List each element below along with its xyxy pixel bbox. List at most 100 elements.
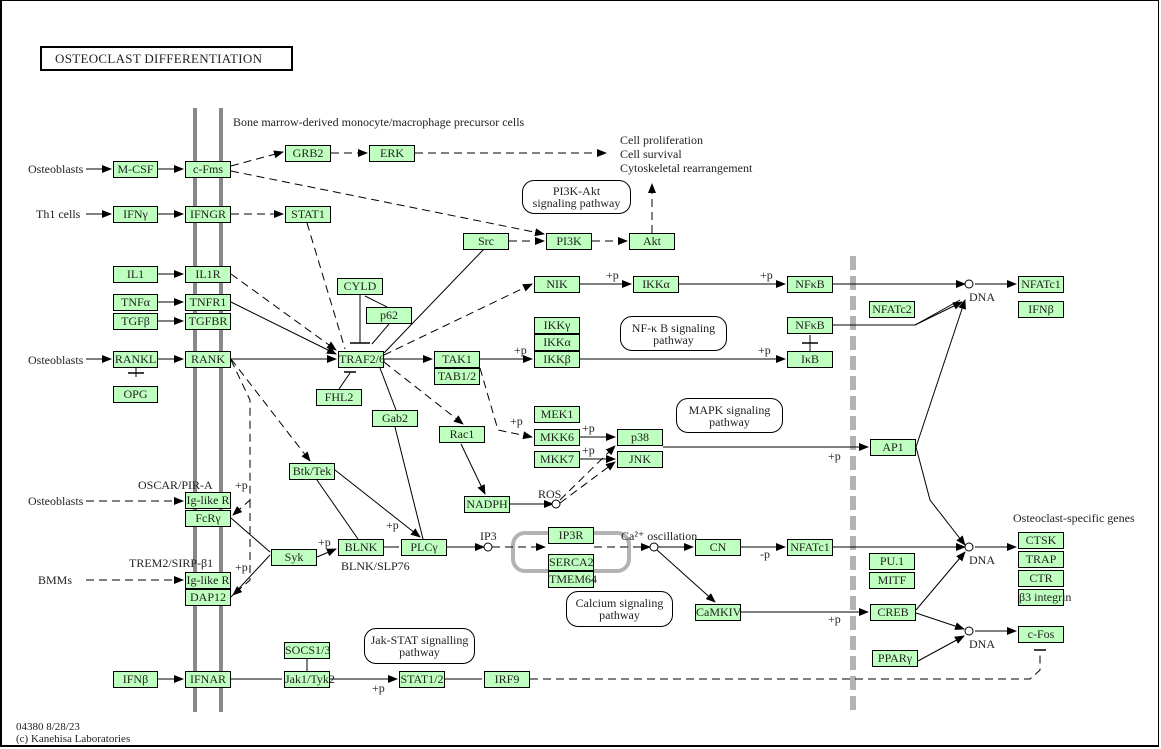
edge-line — [364, 295, 388, 308]
gene-node-cyld[interactable]: CYLD — [337, 278, 383, 295]
pathway-label: Calcium signaling — [575, 596, 664, 610]
gene-node-tgfbr[interactable]: TGFBR — [185, 313, 231, 330]
gene-node-mcsf[interactable]: M-CSF — [113, 161, 158, 178]
gene-node-mitf[interactable]: MITF — [869, 572, 915, 589]
label-phosphorylation: +p — [758, 343, 771, 357]
gene-node-nadph[interactable]: NADPH — [464, 496, 510, 513]
gene-node-stat1[interactable]: STAT1 — [285, 206, 331, 223]
gene-node-p38[interactable]: p38 — [617, 429, 663, 446]
gene-node-serca2[interactable]: SERCA2 — [548, 554, 594, 571]
gene-node-traf26[interactable]: TRAF2/6 — [338, 351, 386, 368]
gene-node-iglr1[interactable]: Ig-like R — [185, 492, 231, 509]
gene-node-jnk[interactable]: JNK — [617, 451, 663, 468]
gene-node-p62[interactable]: p62 — [366, 307, 412, 324]
gene-node-ifnb2[interactable]: IFNβ — [1018, 301, 1064, 318]
gene-node-blnk[interactable]: BLNK — [338, 539, 384, 556]
gene-node-nik[interactable]: NIK — [534, 276, 580, 293]
pathway-label: pathway — [653, 332, 694, 347]
gene-node-mkk7[interactable]: MKK7 — [534, 451, 580, 468]
gene-node-rank[interactable]: RANK — [185, 351, 231, 368]
gene-node-cn[interactable]: CN — [695, 539, 741, 556]
gene-node-fcry[interactable]: FcRγ — [185, 510, 231, 527]
gene-node-ifnb1[interactable]: IFNβ — [113, 671, 158, 688]
ip3-node — [483, 542, 493, 552]
edge-arrow — [230, 273, 337, 351]
gene-node-mek1[interactable]: MEK1 — [534, 406, 580, 423]
gene-node-ifngr[interactable]: IFNGR — [185, 206, 231, 223]
gene-node-camkiv[interactable]: CaMKIV — [695, 604, 742, 621]
gene-node-ifnar[interactable]: IFNAR — [185, 671, 231, 688]
gene-node-grb2[interactable]: GRB2 — [285, 145, 331, 162]
gene-node-tmem64[interactable]: TMEM64 — [548, 571, 597, 588]
gene-node-pu1[interactable]: PU.1 — [869, 553, 915, 570]
gene-node-irf9[interactable]: IRF9 — [484, 671, 530, 688]
gene-node-btktek[interactable]: Btk/Tek — [289, 463, 335, 480]
gene-node-ctsk[interactable]: CTSK — [1018, 532, 1064, 549]
gene-node-pparg[interactable]: PPARγ — [872, 650, 918, 667]
footer-copyright: (c) Kanehisa Laboratories — [16, 733, 131, 745]
gene-node-fhl2[interactable]: FHL2 — [316, 389, 362, 406]
gene-node-ip3r[interactable]: IP3R — [548, 527, 594, 544]
gene-node-trap[interactable]: TRAP — [1018, 551, 1064, 568]
gene-node-nfkb1[interactable]: NFκB — [787, 276, 833, 293]
gene-node-pi3k[interactable]: PI3K — [546, 233, 592, 250]
edge-arrow — [460, 443, 486, 495]
gene-node-creb[interactable]: CREB — [870, 604, 916, 621]
gene-node-ikka1[interactable]: IKKα — [633, 276, 679, 293]
gene-node-tnfa[interactable]: TNFα — [113, 294, 158, 311]
label-phosphorylation: +p — [828, 449, 841, 463]
gene-node-erk[interactable]: ERK — [369, 145, 415, 162]
gene-node-il1r[interactable]: IL1R — [185, 266, 231, 283]
pathway-label: NF-κ B signaling — [631, 320, 716, 335]
gene-node-ikkb[interactable]: IKKβ — [534, 351, 580, 368]
gene-node-stat12[interactable]: STAT1/2 — [399, 671, 445, 688]
gene-node-ikkg[interactable]: IKKγ — [534, 317, 580, 334]
gene-node-il1[interactable]: IL1 — [113, 266, 158, 283]
edge-arrow — [915, 446, 966, 546]
gene-node-nfatc2[interactable]: NFATc2 — [869, 301, 915, 318]
gene-node-ifng[interactable]: IFNγ — [113, 206, 158, 223]
gene-node-rac1[interactable]: Rac1 — [439, 426, 485, 443]
gene-node-b3int[interactable]: β3 integrin — [1018, 589, 1072, 606]
edge-arrow — [559, 461, 616, 504]
gene-node-iglr2[interactable]: Ig-like R — [185, 572, 231, 589]
gene-node-socs13[interactable]: SOCS1/3 — [284, 642, 331, 659]
label-phosphorylation: +p — [235, 478, 248, 492]
gene-node-rankl[interactable]: RANKL — [113, 351, 158, 368]
gene-node-tab12[interactable]: TAB1/2 — [434, 368, 480, 385]
gene-node-src[interactable]: Src — [463, 233, 509, 250]
label-phosphorylation: +p — [582, 443, 595, 457]
gene-node-opg[interactable]: OPG — [113, 386, 158, 403]
label-phosphorylation: +p — [318, 535, 331, 549]
gene-node-nfatc1b[interactable]: NFATc1 — [1018, 276, 1064, 293]
gene-node-nfatc1a[interactable]: NFATc1 — [787, 539, 833, 556]
gene-node-syk[interactable]: Syk — [271, 549, 317, 566]
gene-node-jak1tyk2[interactable]: Jak1/Tyk2 — [284, 671, 335, 688]
gene-node-ikb[interactable]: IκB — [787, 351, 833, 368]
gene-node-cfms[interactable]: c-Fms — [185, 161, 231, 178]
gene-node-mkk6[interactable]: MKK6 — [534, 429, 580, 446]
label-osteoblasts: Osteoblasts — [28, 353, 84, 367]
edge-arrow — [230, 170, 545, 237]
gene-node-dap12[interactable]: DAP12 — [185, 589, 231, 606]
gene-node-tnfr1[interactable]: TNFR1 — [185, 294, 231, 311]
gene-node-plcg[interactable]: PLCγ — [401, 539, 447, 556]
gene-node-akt[interactable]: Akt — [629, 233, 675, 250]
gene-node-nfkb2[interactable]: NFκB — [787, 317, 833, 334]
gene-node-cfos[interactable]: c-Fos — [1018, 626, 1064, 643]
gene-node-gab2[interactable]: Gab2 — [372, 410, 418, 427]
label-ip3: IP3 — [480, 529, 497, 543]
edge-arrow — [530, 652, 1041, 680]
gene-node-ctr[interactable]: CTR — [1018, 570, 1064, 587]
gene-node-tak1[interactable]: TAK1 — [434, 351, 480, 368]
gene-node-ikka2[interactable]: IKKα — [534, 334, 580, 351]
gene-node-tgfb[interactable]: TGFβ — [113, 313, 158, 330]
edge-arrow — [230, 554, 271, 598]
gene-node-ap1[interactable]: AP1 — [870, 439, 916, 456]
label-ros: ROS — [538, 487, 562, 501]
